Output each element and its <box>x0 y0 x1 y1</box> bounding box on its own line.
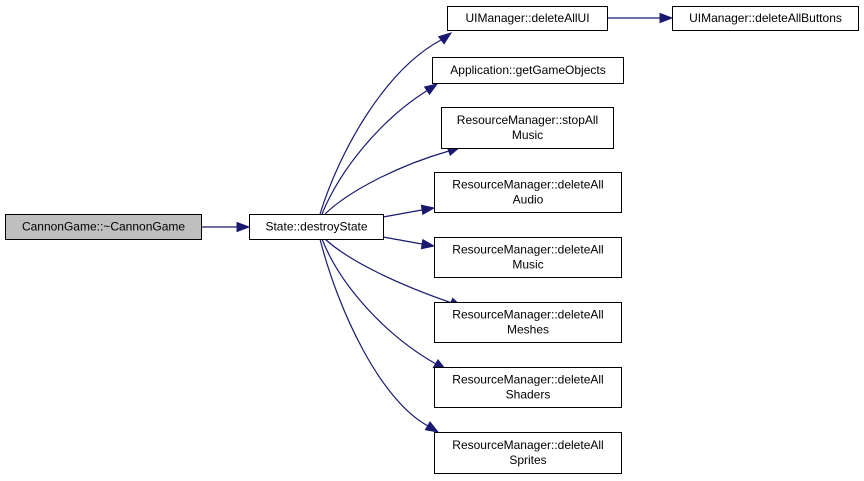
arrowhead <box>423 83 439 96</box>
node-uimanager_deleteallbuttons[interactable]: UIManager::deleteAllButtons <box>672 6 859 31</box>
edge-state_destroystate-to-resourcemanager_deleteallsprites <box>319 238 440 433</box>
nodes-layer: CannonGame::~CannonGame State::destroySta… <box>5 6 859 474</box>
node-label-line: Meshes <box>507 323 549 337</box>
node-label-line: ResourceManager::deleteAll <box>452 243 603 257</box>
edge-line <box>321 89 429 215</box>
edge-line <box>321 238 437 365</box>
node-box <box>434 172 622 213</box>
node-label-line: UIManager::deleteAllButtons <box>689 11 842 25</box>
node-cannongame_dtor[interactable]: CannonGame::~CannonGame <box>5 214 202 240</box>
edge-uimanager_deleteallui-to-uimanager_deleteallbuttons <box>607 12 674 24</box>
node-box <box>434 432 622 474</box>
node-label-line: Music <box>512 258 543 272</box>
edge-line <box>319 238 429 427</box>
node-box <box>249 214 384 240</box>
edge-line <box>324 238 453 304</box>
arrowhead <box>437 32 453 45</box>
node-box <box>672 6 859 31</box>
node-label-line: CannonGame::~CannonGame <box>22 220 185 234</box>
edge-state_destroystate-to-resourcemanager_deleteallmusic <box>382 236 436 250</box>
node-box <box>432 57 624 84</box>
node-box <box>447 6 608 31</box>
edge-state_destroystate-to-uimanager_deleteallui <box>319 32 453 215</box>
edge-state_destroystate-to-resourcemanager_deleteallshaders <box>321 238 448 371</box>
edge-line <box>382 209 423 218</box>
node-label-line: ResourceManager::deleteAll <box>452 308 603 322</box>
edge-state_destroystate-to-resourcemanager_deleteallaudio <box>382 204 436 218</box>
arrowhead <box>659 12 674 24</box>
node-label-line: Shaders <box>506 388 551 402</box>
node-label-line: ResourceManager::deleteAll <box>452 373 603 387</box>
node-state_destroystate[interactable]: State::destroyState <box>249 214 384 240</box>
edge-cannongame_dtor-to-state_destroystate <box>201 221 251 233</box>
node-label-line: UIManager::deleteAllUI <box>465 11 589 25</box>
edge-line <box>382 236 423 245</box>
arrowhead <box>236 221 251 233</box>
node-label-line: Music <box>512 128 543 142</box>
node-label-line: ResourceManager::stopAll <box>457 113 598 127</box>
arrowhead <box>420 204 436 216</box>
node-box <box>441 107 614 149</box>
node-box <box>5 214 202 240</box>
node-box <box>434 237 622 278</box>
edge-state_destroystate-to-application_getgameobjects <box>321 83 439 215</box>
node-label-line: Application::getGameObjects <box>450 63 605 77</box>
node-box <box>434 367 622 408</box>
arrowhead <box>420 238 436 250</box>
edge-line <box>324 150 450 215</box>
node-label-line: State::destroyState <box>265 220 367 234</box>
node-label-line: ResourceManager::deleteAll <box>452 438 603 452</box>
node-box <box>434 302 622 343</box>
node-label-line: ResourceManager::deleteAll <box>452 178 603 192</box>
node-label-line: Sprites <box>509 453 546 467</box>
edge-line <box>319 39 442 215</box>
node-label-line: Audio <box>513 193 544 207</box>
arrowhead <box>424 421 440 433</box>
node-application_getgameobjects[interactable]: Application::getGameObjects <box>432 57 624 84</box>
node-uimanager_deleteallui[interactable]: UIManager::deleteAllUI <box>447 6 608 31</box>
